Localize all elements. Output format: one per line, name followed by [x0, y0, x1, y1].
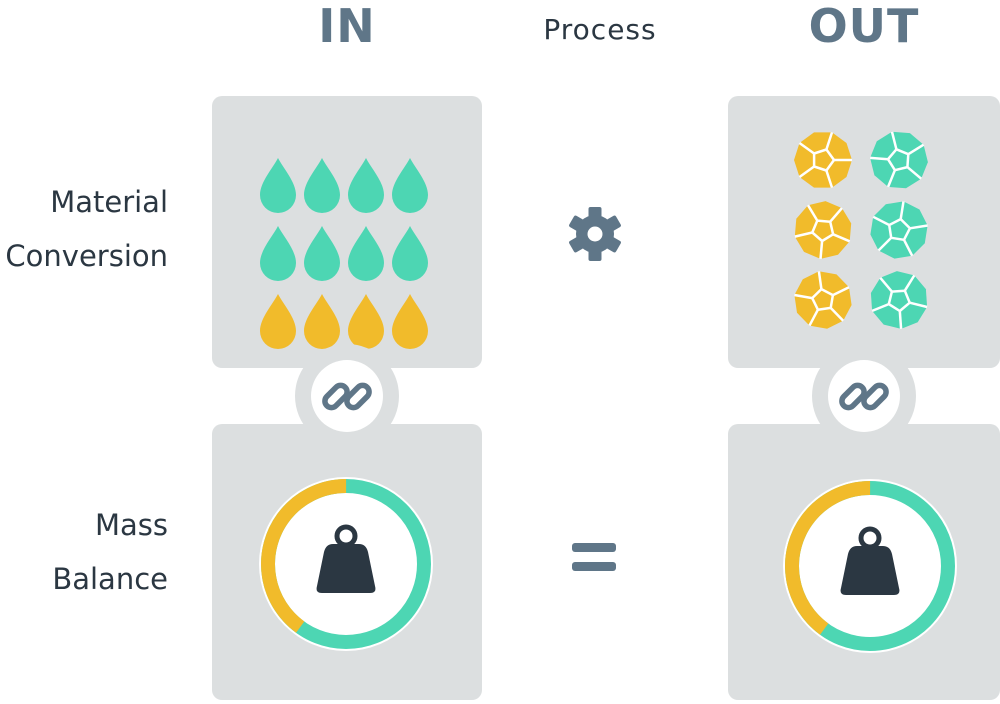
- drop-icon: [392, 226, 428, 281]
- column-title-out: OUT: [808, 0, 920, 53]
- output-mass-panel: [728, 424, 1000, 700]
- equals-icon: [572, 543, 616, 571]
- drop-icon: [304, 158, 340, 213]
- ball-icon: [870, 271, 928, 329]
- drop-icon: [260, 294, 296, 349]
- output-balls-grid: [794, 131, 928, 329]
- row-label-line: Balance: [52, 562, 168, 596]
- link-icon: [322, 382, 372, 411]
- ball-icon: [794, 132, 852, 188]
- weight-icon: [840, 526, 900, 595]
- row-label-material-conversion: Material Conversion: [5, 175, 168, 283]
- column-title-in: IN: [318, 0, 376, 53]
- gear-icon: [569, 207, 621, 261]
- drop-icon: [392, 158, 428, 213]
- drop-icon: [348, 158, 384, 213]
- ring-segment-yellow: [261, 479, 431, 649]
- row-label-line: Material: [50, 185, 168, 219]
- drop-icon: [260, 158, 296, 213]
- input-link-connector: [295, 344, 399, 448]
- weight-icon: [316, 524, 376, 593]
- ball-icon: [870, 201, 928, 259]
- drop-icon: [304, 294, 340, 349]
- row-label-line: Conversion: [5, 239, 168, 273]
- drop-icon: [304, 226, 340, 281]
- ball-icon: [794, 201, 852, 260]
- row-label-line: Mass: [94, 508, 168, 542]
- input-mass-panel: [212, 424, 482, 700]
- drop-icon: [348, 294, 384, 349]
- row-label-mass-balance: Mass Balance: [52, 498, 168, 606]
- ball-icon: [794, 271, 852, 329]
- input-materials-panel: [212, 96, 482, 368]
- drop-icon: [392, 294, 428, 349]
- drop-icon: [348, 226, 384, 281]
- output-materials-panel: [728, 96, 1000, 368]
- input-mass-ring: [259, 477, 433, 651]
- column-title-process: Process: [543, 13, 657, 46]
- output-link-connector: [812, 344, 916, 448]
- output-mass-ring: [783, 479, 957, 653]
- link-icon: [839, 382, 889, 411]
- ball-icon: [870, 131, 928, 189]
- input-drops-grid: [260, 158, 428, 349]
- drop-icon: [260, 226, 296, 281]
